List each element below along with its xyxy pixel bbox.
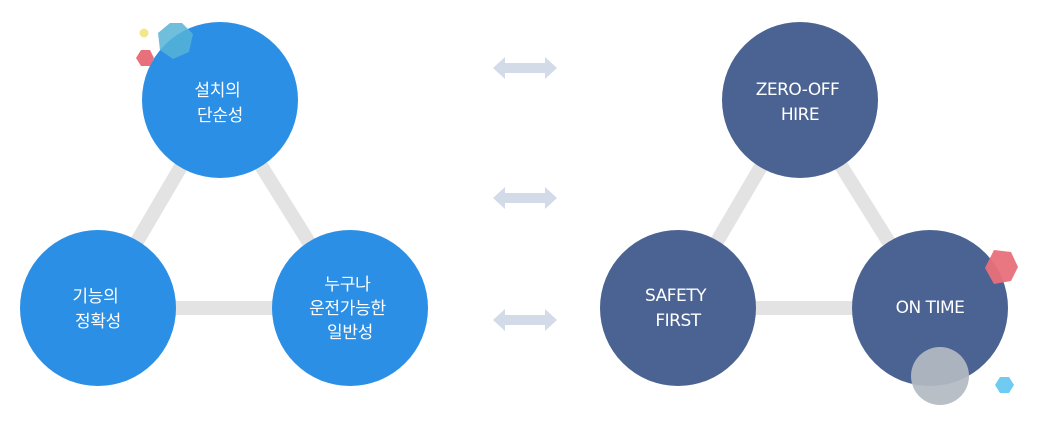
- left-right-line-1: 누구나: [324, 275, 371, 295]
- arrows-column: [493, 57, 557, 331]
- left-top-label: 설치의 단순성: [194, 81, 245, 126]
- hexagon-red-icon: [136, 50, 154, 66]
- right-top-label: ZERO-OFF HIRE: [756, 80, 845, 125]
- left-triangle-group: 설치의 단순성 기능의 정확성 누구나 운전가능한 일반성: [20, 22, 428, 386]
- left-circle-right: [272, 230, 428, 386]
- right-right-label: ON TIME: [896, 298, 965, 318]
- double-arrow-icon: [493, 309, 557, 331]
- right-circle-top: [722, 22, 878, 178]
- right-circle-right: [852, 230, 1008, 386]
- circle-gray-icon: [911, 347, 969, 405]
- left-right-line-2: 운전가능한: [309, 299, 386, 319]
- right-left-label: SAFETY FIRST: [645, 286, 711, 331]
- right-left-line-1: SAFETY: [645, 286, 707, 306]
- left-left-label: 기능의 정확성: [72, 287, 123, 332]
- right-right-line-1: ON TIME: [896, 298, 965, 318]
- hexagon-red-icon: [985, 250, 1018, 284]
- left-circle-top: [142, 22, 298, 178]
- double-arrow-icon: [493, 57, 557, 79]
- left-left-line-2: 정확성: [75, 312, 121, 332]
- left-circle-left: [20, 230, 176, 386]
- left-left-line-1: 기능의: [72, 287, 118, 307]
- right-top-line-2: HIRE: [781, 105, 819, 125]
- right-circle-left: [600, 230, 756, 386]
- hexagon-sky-icon: [995, 377, 1014, 393]
- right-triangle-group: ZERO-OFF HIRE SAFETY FIRST ON TIME: [600, 22, 1018, 405]
- right-top-line-1: ZERO-OFF: [756, 80, 840, 100]
- dot-yellow-icon: [139, 28, 149, 38]
- left-top-line-2: 단순성: [197, 106, 243, 126]
- hexagon-teal-icon: [158, 23, 193, 59]
- left-right-label: 누구나 운전가능한 일반성: [309, 275, 391, 343]
- left-right-line-3: 일반성: [327, 323, 373, 343]
- double-arrow-icon: [493, 187, 557, 209]
- right-left-line-2: FIRST: [655, 311, 701, 331]
- left-top-line-1: 설치의: [194, 81, 240, 101]
